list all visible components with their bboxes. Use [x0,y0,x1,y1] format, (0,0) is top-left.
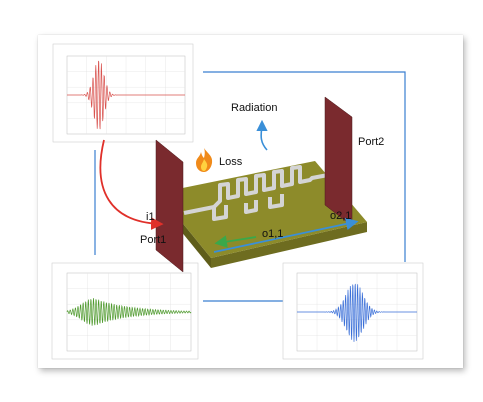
input-arrow [99,139,164,230]
i1-label: i1 [146,211,155,223]
loss-label: Loss [219,156,243,168]
port2-plate [324,96,353,227]
connector-top-right [203,71,406,262]
port1-plate [155,139,184,273]
port2-label: Port2 [358,136,384,148]
chart-reflected-signal [51,262,199,360]
chart-input-pulse [52,43,194,143]
radiation-label: Radiation [231,102,277,114]
flame-icon [196,148,213,172]
microstrip-trace [183,165,345,221]
reflection-arrow [214,235,257,248]
connector-lines [94,71,406,302]
o21-label: o2,1 [330,210,351,222]
transmission-arrow [213,217,359,253]
port1-label: Port1 [140,234,166,246]
chart-transmitted-signal [282,262,424,360]
radiation-arrow [256,119,268,151]
o11-label: o1,1 [262,228,283,240]
